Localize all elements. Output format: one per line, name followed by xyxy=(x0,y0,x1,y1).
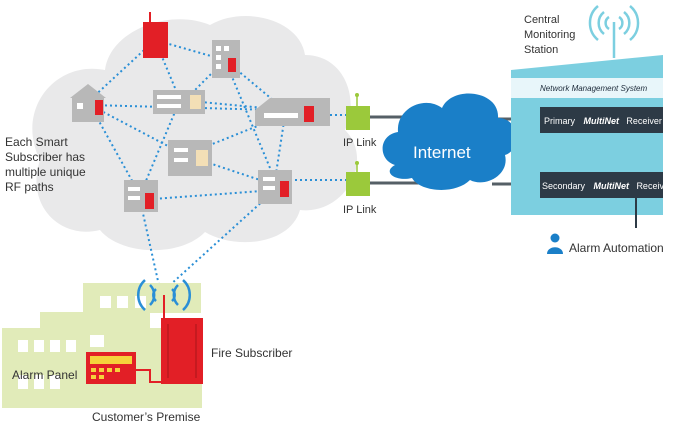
subscriber-building xyxy=(168,140,212,176)
subscriber-tower-red xyxy=(143,12,168,58)
primary-receiver-brand: MultiNet xyxy=(583,116,619,126)
central-station-line-3: Station xyxy=(524,44,558,56)
alarm-panel-label: Alarm Panel xyxy=(12,368,77,382)
fire-subscriber-label: Fire Subscriber xyxy=(211,346,292,360)
central-station-line-1: Central xyxy=(524,14,559,26)
note-line-3: multiple unique xyxy=(5,165,86,179)
station-antenna-icon xyxy=(588,5,640,58)
smart-subscriber-note: Each Smart Subscriber has multiple uniqu… xyxy=(5,135,86,194)
secondary-receiver-brand: MultiNet xyxy=(593,181,629,191)
primary-receiver-prefix: Primary xyxy=(544,116,575,126)
internet-cloud xyxy=(382,93,517,190)
primary-receiver-suffix: Receiver xyxy=(626,116,662,126)
svg-text:Secondary MultiNet: Secondary MultiNet Receiver xyxy=(542,176,672,193)
ip-link-bottom xyxy=(346,161,370,196)
alarm-automation-label: Alarm Automation xyxy=(569,241,664,255)
svg-text:Primary MultiNet R: Primary MultiNet Receiver xyxy=(544,111,662,128)
secondary-receiver: Secondary MultiNet Receiver xyxy=(540,172,672,198)
secondary-receiver-suffix: Receiver xyxy=(636,181,672,191)
ip-link-label-1: IP Link xyxy=(343,137,377,149)
alarm-panel-icon xyxy=(86,352,162,384)
note-line-4: RF paths xyxy=(5,180,54,194)
internet-label: Internet xyxy=(413,143,471,162)
fire-subscriber-icon xyxy=(161,295,203,384)
note-line-2: Subscriber has xyxy=(5,150,85,164)
central-station-line-2: Monitoring xyxy=(524,29,575,41)
secondary-receiver-prefix: Secondary xyxy=(542,181,586,191)
subscriber-house xyxy=(70,84,106,122)
subscriber-building xyxy=(153,90,205,114)
subscriber-building xyxy=(124,180,158,212)
subscriber-building xyxy=(212,40,240,78)
wireless-signal-icon xyxy=(136,279,192,311)
note-line-1: Each Smart xyxy=(5,135,68,149)
primary-receiver: Primary MultiNet Receiver xyxy=(540,107,663,133)
subscriber-building xyxy=(258,170,292,204)
ip-link-label-2: IP Link xyxy=(343,204,377,216)
network-management-label: Network Management System xyxy=(540,84,647,93)
customers-premise-label: Customer’s Premise xyxy=(92,410,201,424)
subscriber-building xyxy=(255,98,330,126)
user-icon xyxy=(547,233,563,254)
ip-link-top xyxy=(346,93,370,130)
